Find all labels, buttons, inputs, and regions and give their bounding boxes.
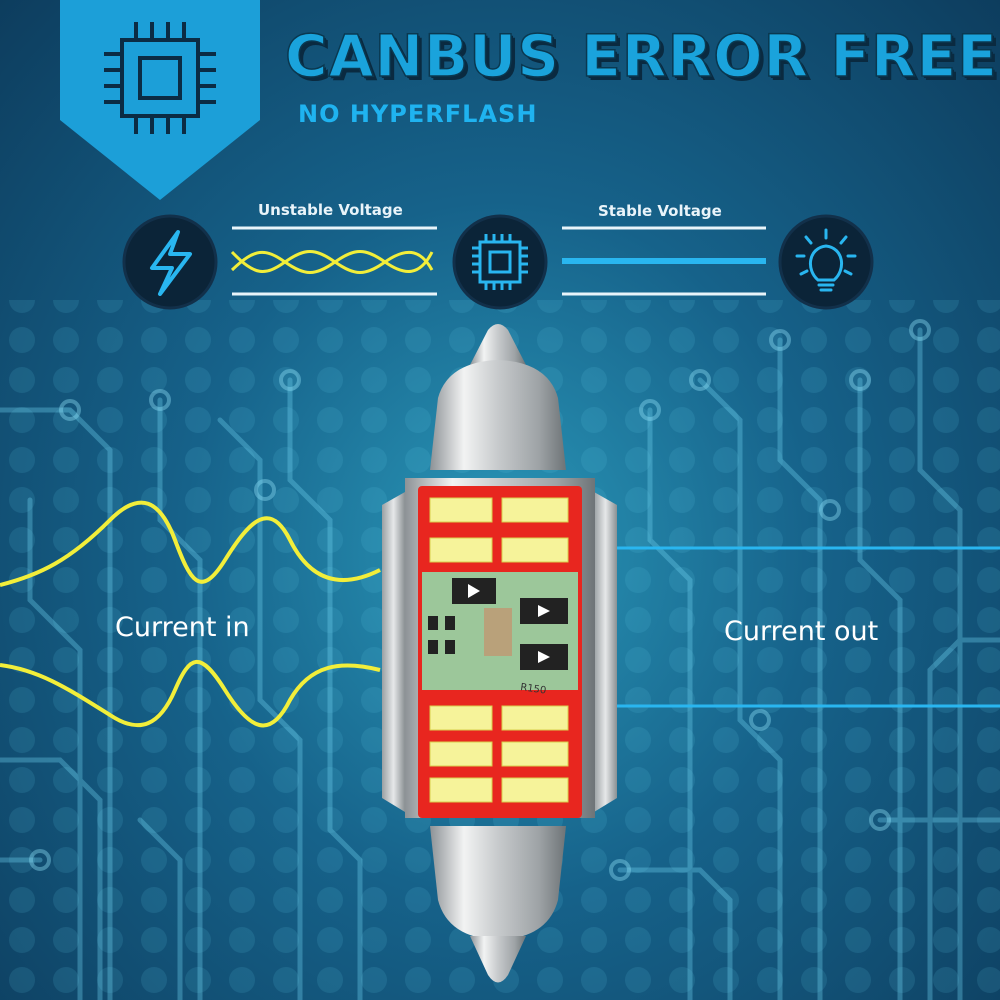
led-chip	[501, 705, 569, 731]
bulb-top-cap	[430, 360, 566, 470]
unstable-voltage-label: Unstable Voltage	[258, 201, 403, 219]
led-chip	[429, 497, 493, 523]
page-title: CANBUS ERROR FREE	[284, 21, 998, 91]
current-lines	[0, 500, 1000, 728]
chip-icon	[452, 214, 548, 310]
current-in-wave-top	[0, 500, 381, 587]
page-subtitle: NO HYPERFLASH	[298, 100, 538, 128]
led-chip	[429, 741, 493, 767]
current-in-label: Current in	[115, 612, 250, 643]
voltage-diagram: Unstable Voltage Stable Voltage	[0, 190, 1000, 330]
unstable-wave	[230, 250, 434, 274]
led-chip	[429, 777, 493, 803]
bulb-left-wing	[382, 492, 405, 812]
stable-voltage-label: Stable Voltage	[598, 202, 722, 220]
led-chip	[429, 705, 493, 731]
lightning-icon	[122, 214, 218, 310]
led-chip	[501, 497, 569, 523]
current-out-label: Current out	[724, 616, 879, 647]
bulb-bottom-tip	[470, 936, 526, 983]
resistor	[484, 608, 512, 656]
festoon-bulb: R150	[382, 324, 617, 983]
bulb-top-tip	[470, 324, 526, 365]
chip-icon	[104, 22, 216, 134]
chip-badge	[60, 0, 260, 200]
bulb-right-wing	[594, 492, 617, 812]
resistor-marking: R150	[520, 682, 547, 697]
lightbulb-icon	[778, 214, 874, 310]
led-chip	[501, 741, 569, 767]
bulb-bottom-cap	[430, 826, 566, 940]
led-chip	[501, 537, 569, 563]
led-chip	[501, 777, 569, 803]
led-chip	[429, 537, 493, 563]
current-in-wave-bottom	[0, 659, 381, 728]
